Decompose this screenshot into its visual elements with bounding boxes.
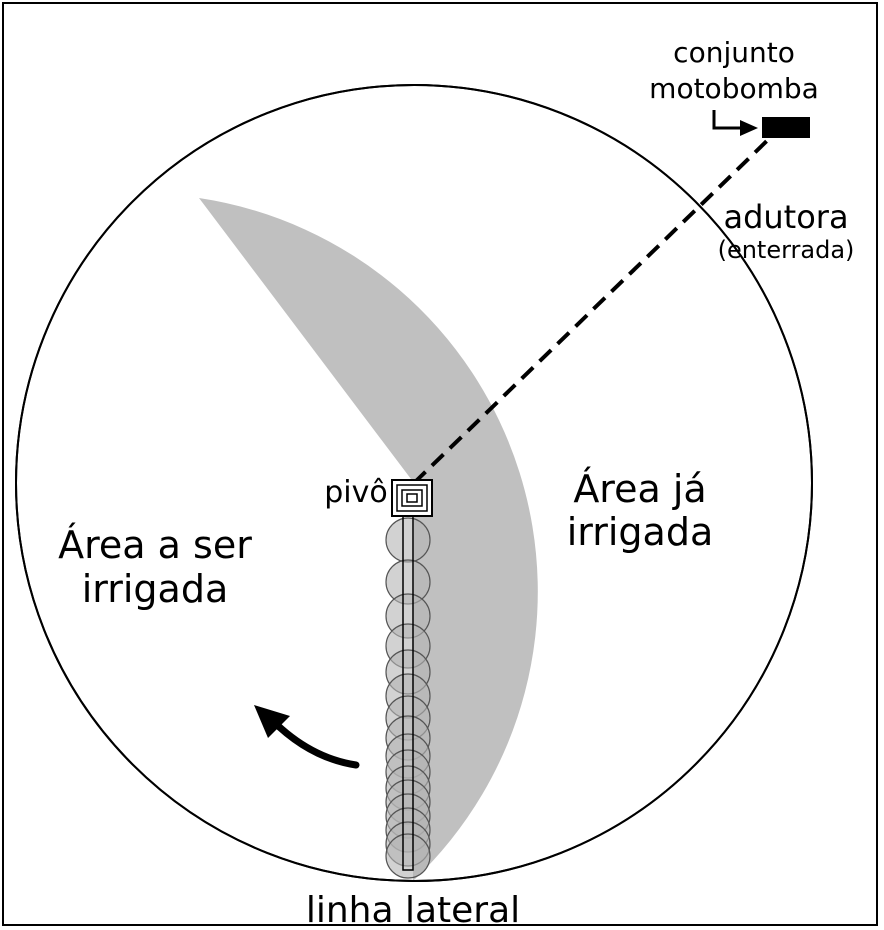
rotation-arrow-icon xyxy=(254,705,360,769)
pump-icon xyxy=(762,117,810,138)
to-irrigate-label-line2: irrigada xyxy=(82,567,229,611)
pivot-icon xyxy=(391,479,433,517)
lateral-label: linha lateral xyxy=(306,890,520,930)
sprinkler-circle xyxy=(385,517,431,563)
mainline-note-label: (enterrada) xyxy=(718,236,855,264)
to-irrigate-label-line1: Área a ser xyxy=(58,523,252,567)
field-outline xyxy=(15,84,813,882)
mainline-dashed xyxy=(412,132,776,485)
pump-label-line1: conjunto xyxy=(673,36,795,69)
irrigated-label-line1: Área já xyxy=(573,467,706,511)
pump-label-line2: motobomba xyxy=(649,72,819,105)
sprinkler-circles xyxy=(385,517,431,879)
irrigated-label-box xyxy=(556,462,724,556)
irrigated-label-line2: irrigada xyxy=(567,510,714,554)
mainline-label: adutora xyxy=(723,198,848,236)
sprinkler-circle xyxy=(385,833,431,879)
pivot-label: pivô xyxy=(324,475,388,510)
pointer-arrow-icon xyxy=(712,110,758,136)
irrigated-sector xyxy=(199,198,538,881)
